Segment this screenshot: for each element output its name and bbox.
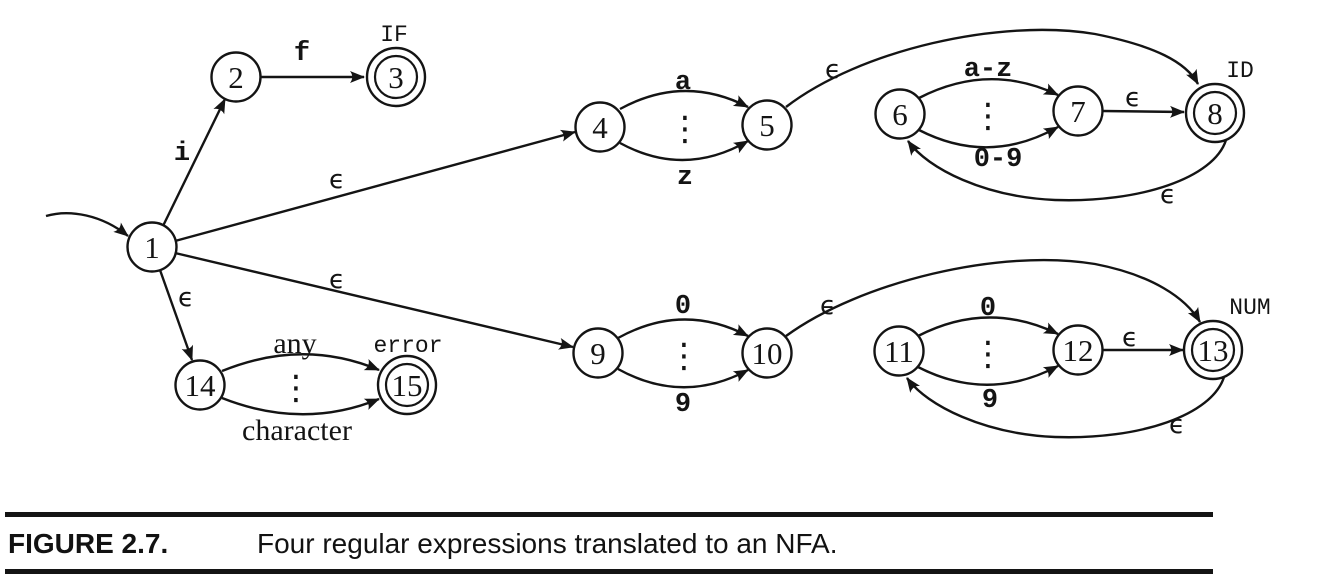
state-5 (741, 99, 793, 151)
edge-2-3-label: f (294, 39, 310, 69)
edge-9-10-top-label: 0 (675, 292, 691, 322)
edge-7-8 (1102, 105, 1185, 118)
edge-8-6-label: ϵ (1160, 180, 1176, 210)
state-14 (174, 359, 226, 411)
state-1 (126, 221, 178, 273)
state-2 (210, 51, 262, 103)
edge-7-8-label: ϵ (1125, 83, 1141, 113)
edge-14-15-bottom-label: character (242, 414, 352, 447)
state-13-label: 13 (1198, 333, 1229, 368)
accept-label-id: ID (1226, 58, 1254, 84)
edge-14-15-top (221, 353, 380, 373)
edge-14-15-top-label: any (273, 327, 316, 360)
state-6 (874, 88, 926, 140)
edge-1-14-label: ϵ (178, 283, 194, 313)
edge-9-10-bottom-label: 9 (675, 390, 691, 420)
state-7 (1052, 85, 1104, 137)
state-3-inner-ring (373, 54, 419, 100)
edge-4-5-bottom (619, 139, 749, 162)
edge-6-7-bottom (918, 125, 1059, 149)
state-12 (1052, 324, 1104, 376)
state-6-label: 6 (892, 97, 908, 132)
edge-1-14 (158, 269, 194, 361)
edge-4-5-top (619, 89, 749, 111)
edge-5-8 (785, 28, 1200, 108)
edge-1-2-label: i (174, 139, 190, 169)
edge-11-12-bottom (917, 364, 1059, 386)
state-11-label: 11 (884, 334, 914, 369)
edge-11-12-bottom-label: 9 (982, 386, 998, 416)
edge-4-5-top-label: a (675, 68, 691, 98)
edge-9-10-bottom (617, 367, 749, 389)
state-4-label: 4 (592, 110, 608, 145)
edge-11-12-top-label: 0 (980, 294, 996, 324)
caption-rule-top (5, 512, 1213, 517)
edge-12-13-label: ϵ (1122, 323, 1138, 353)
nfa-diagram: 1 2 3 4 5 6 7 8 9 10 11 12 13 14 15 IF I… (45, 22, 1271, 447)
edge-8-6 (907, 139, 1228, 202)
ellipsis-marks: ⋮ ⋮ ⋮ ⋮ ⋮ (279, 96, 1005, 408)
figure-label: FIGURE 2.7. (8, 528, 169, 559)
edge-11-12-top (917, 316, 1059, 338)
edge-1-2 (161, 98, 227, 227)
accept-labels: IF ID NUM error (373, 22, 1270, 359)
figure-caption-text: Four regular expressions translated to a… (257, 528, 838, 559)
state-15-label: 15 (392, 368, 423, 403)
edges (45, 28, 1228, 439)
state-1-label: 1 (144, 230, 160, 265)
edge-13-11-label: ϵ (1169, 410, 1185, 440)
edge-1-4-label: ϵ (329, 165, 345, 195)
state-15-inner-ring (384, 362, 430, 408)
state-9-label: 9 (590, 336, 606, 371)
accept-label-if: IF (380, 22, 408, 48)
state-9 (572, 327, 624, 379)
ellipsis-4-5: ⋮ (668, 109, 702, 149)
state-8-label: 8 (1207, 96, 1223, 131)
state-11 (873, 325, 925, 377)
edge-14-15-bottom (221, 396, 380, 416)
states (126, 46, 1246, 416)
state-7-label: 7 (1070, 94, 1086, 129)
start-arrow (45, 212, 129, 237)
state-10 (741, 327, 793, 379)
ellipsis-9-10: ⋮ (667, 336, 701, 376)
caption-rule-bottom (5, 569, 1213, 574)
ellipsis-14-15: ⋮ (279, 368, 313, 408)
edge-1-9-label: ϵ (329, 265, 345, 295)
state-12-label: 12 (1063, 333, 1094, 368)
state-2-label: 2 (228, 60, 244, 95)
state-10-label: 10 (752, 336, 783, 371)
edge-labels: i f ϵ a z ϵ a-z 0-9 ϵ ϵ ϵ 0 9 ϵ 0 9 ϵ ϵ … (174, 39, 1185, 447)
edge-5-8-label: ϵ (825, 55, 841, 85)
edge-6-7-bottom-label: 0-9 (974, 145, 1023, 175)
ellipsis-11-12: ⋮ (971, 334, 1005, 374)
edge-9-10-top (617, 318, 749, 340)
state-4 (574, 101, 626, 153)
state-8-inner-ring (1192, 90, 1238, 136)
edge-6-7-top (918, 78, 1059, 100)
state-13-inner-ring (1190, 327, 1236, 373)
edge-1-9 (174, 251, 574, 350)
edge-13-11 (906, 376, 1226, 439)
edge-4-5-bottom-label: z (677, 163, 693, 193)
edge-10-13 (785, 258, 1202, 337)
accept-label-num: NUM (1229, 295, 1270, 321)
edge-6-7-top-label: a-z (964, 55, 1013, 85)
edge-1-4 (174, 129, 576, 243)
state-5-label: 5 (759, 108, 775, 143)
state-3-label: 3 (388, 60, 404, 95)
state-numbers: 1 2 3 4 5 6 7 8 9 10 11 12 13 14 15 (144, 60, 1228, 403)
accept-label-error: error (373, 333, 442, 359)
state-14-label: 14 (185, 368, 217, 403)
ellipsis-6-7: ⋮ (971, 96, 1005, 136)
edge-10-13-label: ϵ (820, 291, 836, 321)
